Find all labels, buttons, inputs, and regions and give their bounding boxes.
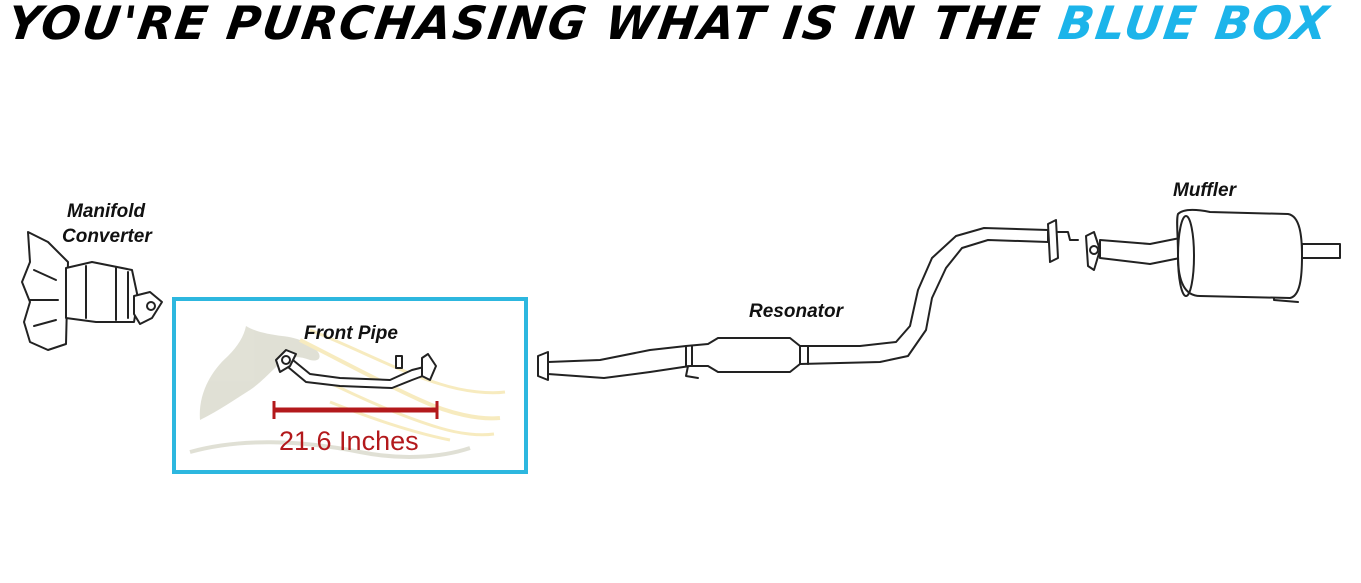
resonator-label: Resonator <box>749 301 845 322</box>
manifold-label-line1: Manifold <box>67 201 145 222</box>
horse-watermark <box>189 326 506 459</box>
muffler-label: Muffler <box>1173 180 1238 201</box>
measurement-label: 21.6 Inches <box>279 426 419 456</box>
front-pipe-label: Front Pipe <box>304 323 398 344</box>
front-pipe <box>275 349 437 389</box>
blue-box <box>172 297 528 474</box>
manifold-converter <box>21 231 163 351</box>
resonator-pipe <box>537 219 1079 381</box>
muffler <box>1085 209 1341 303</box>
measurement-line <box>272 401 439 419</box>
manifold-label-line2: Converter <box>62 226 153 247</box>
